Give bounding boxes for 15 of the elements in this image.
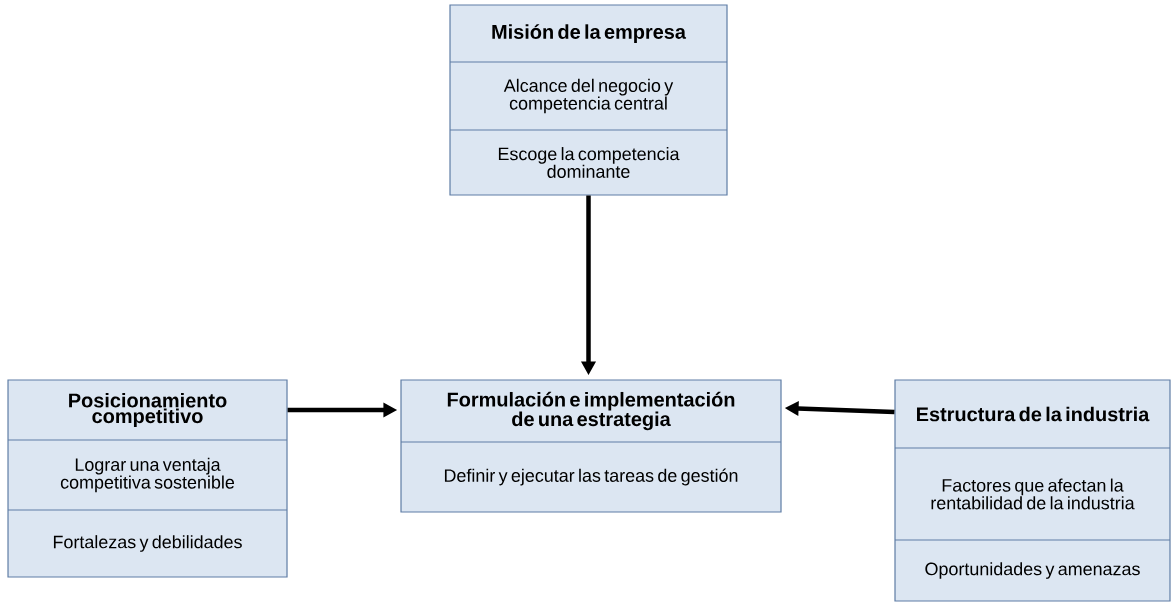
box-heading: Estructura de la industria (917, 406, 1150, 422)
box-text: Lograr una ventaja competitiva sostenible (60, 457, 235, 493)
box-text: Fortalezas y debilidades (53, 535, 242, 552)
process-box (894, 379, 1171, 602)
box-text: Oportunidades y amenazas (925, 562, 1140, 579)
box-text: Escoge la competencia dominante (498, 147, 680, 178)
process-box (449, 4, 728, 196)
box-heading: Formulación e implementación de una estrategia (447, 391, 735, 431)
process-box (400, 379, 782, 513)
box-heading: Misión de la empresa (492, 24, 687, 43)
process-box (7, 379, 288, 578)
box-text: Alcance del negocio y competencia central (503, 78, 674, 114)
box-text: Definir y ejecutar las tareas de gestión (444, 468, 738, 486)
box-heading: Posicionamiento competitivo (69, 392, 227, 428)
box-text: Factores que afectan la rentabilidad de la industria (931, 478, 1135, 510)
